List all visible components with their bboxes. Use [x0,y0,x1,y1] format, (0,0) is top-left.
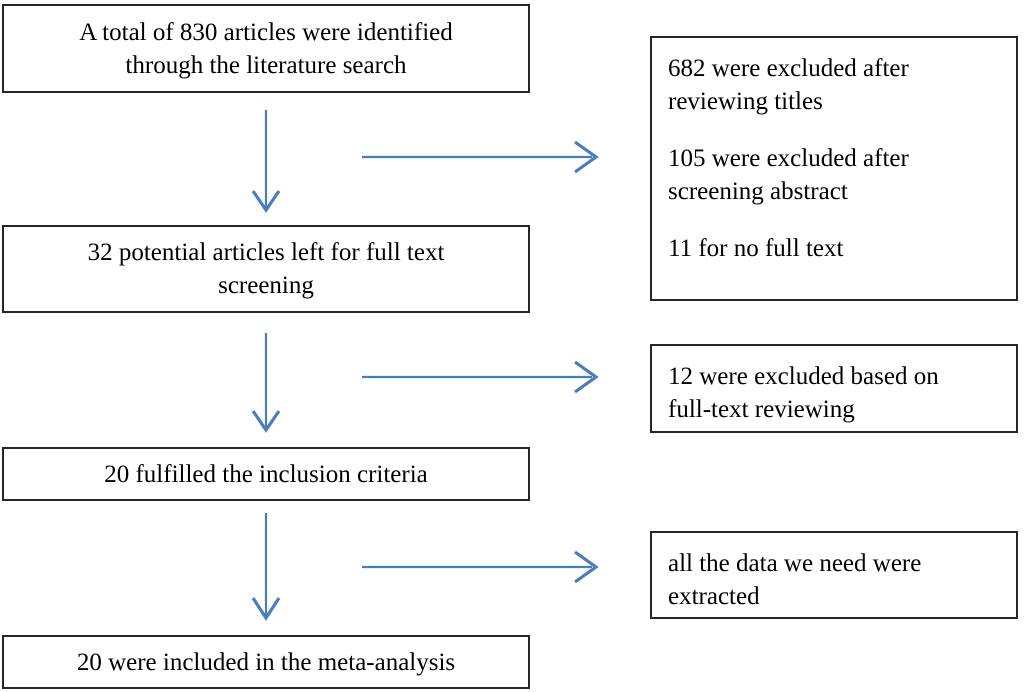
flow-box-inclusion-criteria-text: 20 fulfilled the inclusion criteria [104,458,428,491]
flow-box-inclusion-criteria: 20 fulfilled the inclusion criteria [2,447,530,501]
exclusion-box-full-text: 12 were excluded based on full-text revi… [650,344,1018,433]
exclusion-full-text-line-1: 12 were excluded based on [668,363,939,390]
exclusion-paragraph-no-full-text: 11 for no full text [668,232,1002,265]
arrow-right-to-screening-exclusions [362,140,599,174]
arrow-down-screening-to-inclusion [251,333,281,433]
exclusion-paragraph-titles: 682 were excluded after reviewing titles [668,52,1002,118]
arrow-down-identified-to-screening [251,110,281,213]
flow-box-meta-analysis-line-1: 20 were included in the meta-analysis [76,648,456,676]
exclusion-paragraph-data-extraction: all the data we need were extracted [668,547,1002,613]
data-extraction-line-1: all the data we need were [668,550,922,577]
flow-box-full-text-screening-line-2: screening [218,272,314,299]
arrow-right-to-data-extraction [362,550,599,584]
exclusion-titles-line-1: 682 were excluded after [668,55,909,82]
arrow-right-to-full-text-exclusions [362,360,599,394]
flow-box-identified: A total of 830 articles were identified … [2,4,530,93]
arrow-down-inclusion-to-meta-analysis [251,513,281,621]
exclusion-abstract-line-2: screening abstract [668,178,848,205]
flow-box-full-text-screening-text: 32 potential articles left for full text… [88,236,445,302]
exclusion-full-text-line-2: full-text reviewing [668,396,855,423]
flow-box-full-text-screening-line-1: 32 potential articles left for full text [87,239,445,266]
flow-box-meta-analysis-text: 20 were included in the meta-analysis [77,646,455,679]
flow-box-inclusion-criteria-line-1: 20 fulfilled the inclusion criteria [104,460,428,488]
flow-box-identified-line-2: through the literature search [125,51,407,79]
exclusion-no-full-text-line-1: 11 for no full text [668,235,844,262]
flow-box-full-text-screening: 32 potential articles left for full text… [2,225,530,313]
exclusion-box-data-extraction: all the data we need were extracted [650,531,1018,619]
exclusion-abstract-line-1: 105 were excluded after [668,145,909,172]
data-extraction-line-2: extracted [668,583,760,610]
flow-box-identified-text: A total of 830 articles were identified … [79,16,453,82]
exclusion-titles-line-2: reviewing titles [668,88,823,115]
exclusion-paragraph-full-text: 12 were excluded based on full-text revi… [668,360,1002,426]
exclusion-paragraph-abstract: 105 were excluded after screening abstra… [668,142,1002,208]
exclusion-box-screening: 682 were excluded after reviewing titles… [650,36,1018,301]
flow-box-meta-analysis: 20 were included in the meta-analysis [2,635,530,689]
flow-box-identified-line-1: A total of 830 articles were identified [79,18,453,46]
